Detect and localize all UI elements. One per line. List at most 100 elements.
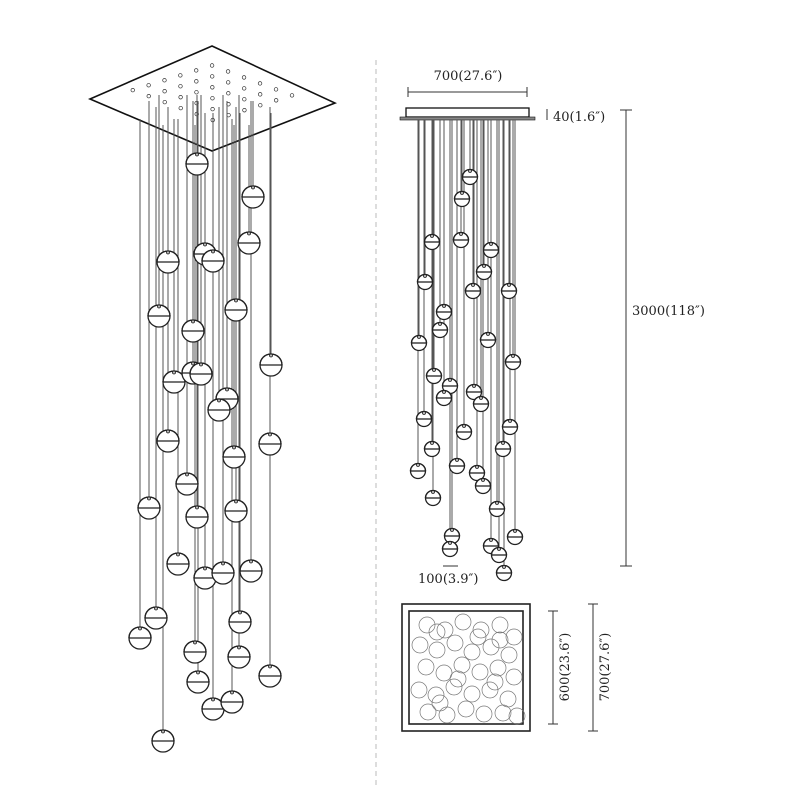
globe-cap — [482, 264, 486, 268]
canopy-stud — [178, 105, 183, 111]
elevation-globe — [474, 477, 492, 495]
pendant-globe — [259, 353, 283, 377]
plan-globe — [453, 656, 471, 674]
canopy-stud — [257, 81, 263, 86]
canopy-stud — [226, 80, 231, 85]
width-dimension-label: 700(27.6″) — [434, 69, 503, 84]
globe-cap — [417, 335, 421, 339]
globe-cap — [502, 565, 506, 569]
plan-globe — [457, 700, 475, 718]
elevation-globe — [500, 282, 518, 300]
globe-cap — [154, 606, 158, 611]
pendant-globe — [183, 640, 207, 664]
globe-cap — [176, 552, 180, 557]
plan-globe — [410, 681, 428, 699]
globe-cap — [489, 538, 493, 542]
globe-cap — [211, 249, 215, 254]
elevation-globe — [453, 190, 471, 208]
globe-cap — [191, 319, 195, 324]
plan-globe — [445, 678, 463, 696]
plan-globe — [431, 694, 449, 712]
elevation-globe — [425, 367, 443, 385]
elevation-globe — [452, 231, 470, 249]
canopy-stud — [242, 97, 247, 102]
pendant-globe — [128, 626, 152, 650]
canopy-height-label: 40(1.6″) — [553, 110, 605, 125]
globe-cap — [479, 396, 483, 400]
globe-cap — [251, 185, 255, 190]
pendant-globe — [156, 250, 180, 274]
globe-cap — [450, 528, 454, 532]
pendant-globe — [151, 729, 175, 753]
elevation-globe — [416, 273, 434, 291]
pendant-globe — [193, 566, 217, 590]
elevation-globe — [479, 331, 497, 349]
plan-globe — [428, 623, 446, 641]
pendant-globe — [162, 370, 186, 394]
canopy-stud — [146, 93, 151, 99]
plan-outer-square — [401, 603, 531, 732]
plan-globe — [481, 681, 499, 699]
globe-cap — [234, 499, 238, 504]
pendant-globe — [211, 561, 235, 585]
globe-cap — [507, 283, 511, 287]
elevation-globe — [504, 353, 522, 371]
globe-cap — [225, 387, 229, 392]
plan-globe — [489, 659, 507, 677]
elevation-canopy — [405, 107, 530, 118]
globe-cap — [475, 465, 479, 469]
elevation-globe — [415, 410, 433, 428]
plan-globe — [428, 641, 446, 659]
globe-cap — [442, 390, 446, 394]
canopy-stud — [225, 69, 231, 74]
elevation-globe — [423, 440, 441, 458]
globe-cap — [193, 640, 197, 645]
canopy-stud — [162, 78, 167, 83]
globe-cap — [471, 283, 475, 287]
globe-cap — [221, 561, 225, 566]
globe-cap — [448, 378, 452, 382]
plan-globe — [491, 631, 509, 649]
pendant-globe — [186, 670, 210, 694]
globe-cap — [468, 169, 472, 173]
globe-cap — [438, 322, 442, 326]
plan-globe — [419, 703, 437, 721]
pendant-globe — [166, 552, 190, 576]
globe-cap — [203, 242, 207, 247]
front-elevation: 700(27.6″) 40(1.6″) 3000(118″) 100(3.9″) — [399, 69, 705, 587]
globe-cap — [157, 304, 161, 309]
elevation-globe — [455, 423, 473, 441]
globe-cap — [185, 472, 189, 477]
globe-cap — [489, 242, 493, 246]
globe-cap — [247, 231, 251, 236]
canopy-stud — [258, 92, 263, 97]
globe-cap — [249, 559, 253, 564]
elevation-globe — [435, 303, 453, 321]
canopy-stud — [274, 98, 279, 103]
canopy-studs — [130, 63, 295, 123]
perspective-view — [87, 45, 338, 753]
plan-globe — [446, 634, 464, 652]
globe-cap — [486, 332, 490, 336]
canopy-stud — [194, 79, 199, 84]
plan-globe — [418, 616, 436, 634]
globe-cap — [423, 274, 427, 278]
canopy-stud — [242, 86, 247, 91]
canopy-stud — [209, 63, 215, 68]
elevation-globes — [409, 168, 524, 582]
plan-globe — [505, 668, 523, 686]
elevation-globe — [501, 418, 519, 436]
globe-cap — [497, 547, 501, 551]
globe-cap — [460, 191, 464, 195]
plan-globe — [438, 706, 456, 724]
plan-globe — [472, 621, 490, 639]
pendant-globe — [258, 432, 282, 456]
globe-cap — [430, 234, 434, 238]
canopy-stud — [258, 103, 263, 108]
elevation-globe — [494, 440, 512, 458]
globe-cap — [472, 384, 476, 388]
globe-cap — [237, 645, 241, 650]
inner-square-label: 600(23.6″) — [558, 633, 573, 702]
canopy-stud — [210, 96, 215, 101]
